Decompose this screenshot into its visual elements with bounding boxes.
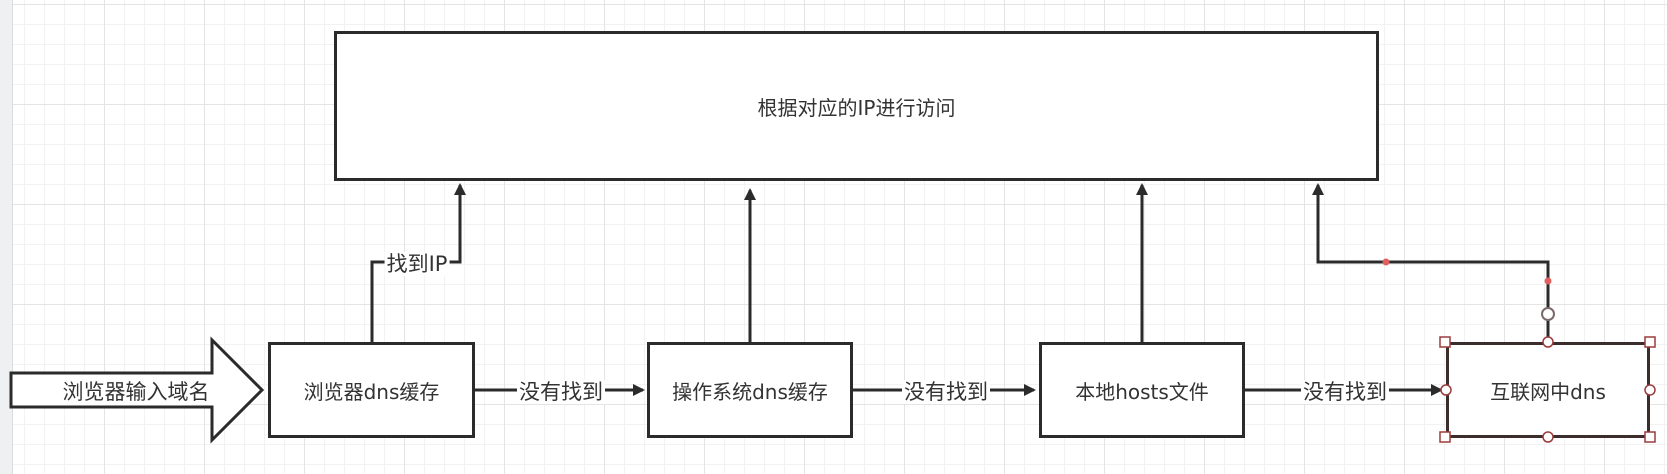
- edge-label-found-ip: 找到IP: [384, 252, 450, 276]
- resize-handle-bottom[interactable]: [1542, 431, 1554, 443]
- ip-access-box[interactable]: 根据对应的IP进行访问: [334, 31, 1379, 181]
- browser-cache-box[interactable]: 浏览器dns缓存: [268, 342, 475, 438]
- resize-handle-top[interactable]: [1542, 336, 1554, 348]
- input-arrow-shape[interactable]: [9, 336, 265, 444]
- waypoint-handle[interactable]: [1544, 277, 1552, 285]
- resize-handle-top-left[interactable]: [1439, 336, 1451, 348]
- ip-access-label: 根据对应的IP进行访问: [757, 95, 956, 120]
- rotate-handle[interactable]: [1541, 307, 1555, 321]
- left-ruler: [0, 0, 13, 474]
- os-cache-label: 操作系统dns缓存: [672, 379, 828, 404]
- resize-handle-bottom-left[interactable]: [1439, 431, 1451, 443]
- connector-dns-to-ip[interactable]: [1312, 183, 1550, 343]
- edge-label-not-found-1: 没有找到: [517, 380, 605, 404]
- hosts-file-box[interactable]: 本地hosts文件: [1039, 342, 1245, 438]
- internet-dns-label: 互联网中dns: [1490, 379, 1606, 404]
- input-arrow-label: 浏览器输入域名: [62, 380, 210, 404]
- os-cache-box[interactable]: 操作系统dns缓存: [647, 342, 853, 438]
- resize-handle-top-right[interactable]: [1644, 336, 1656, 348]
- hosts-file-label: 本地hosts文件: [1075, 379, 1209, 404]
- waypoint-handle[interactable]: [1382, 258, 1390, 266]
- resize-handle-right[interactable]: [1644, 384, 1656, 396]
- resize-handle-left[interactable]: [1440, 384, 1452, 396]
- browser-cache-label: 浏览器dns缓存: [303, 379, 440, 404]
- edge-label-not-found-3: 没有找到: [1301, 380, 1389, 404]
- edge-label-not-found-2: 没有找到: [902, 380, 990, 404]
- resize-handle-bottom-right[interactable]: [1644, 431, 1656, 443]
